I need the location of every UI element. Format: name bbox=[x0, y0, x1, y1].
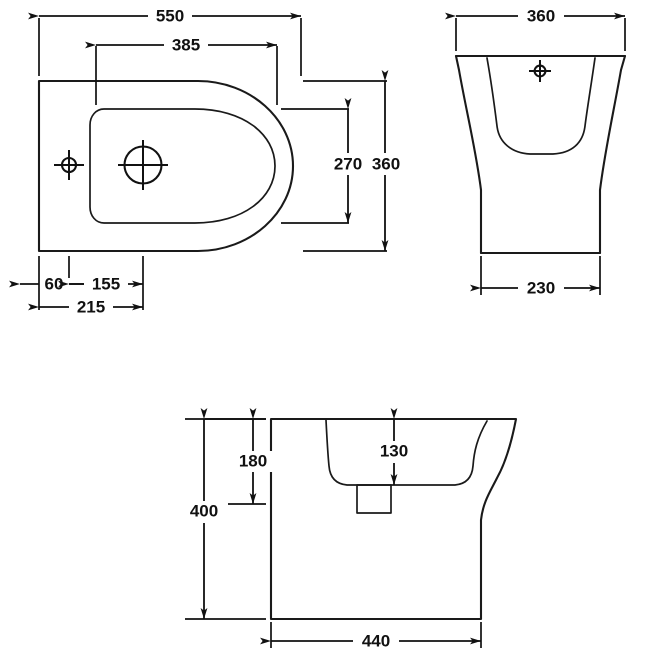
dimension-360-plan-label: 360 bbox=[372, 154, 400, 173]
front-tap-hole bbox=[529, 60, 551, 82]
side-view: 180 400 130 440 bbox=[182, 408, 518, 650]
dimension-130: 130 bbox=[371, 408, 417, 485]
plan-outer-outline bbox=[37, 79, 295, 253]
dimension-215: 215 bbox=[28, 297, 143, 318]
dimension-230: 230 bbox=[470, 256, 601, 299]
dimension-385-label: 385 bbox=[172, 35, 200, 54]
plan-view: 550 385 270 360 bbox=[9, 6, 408, 318]
dimension-550-label: 550 bbox=[156, 6, 184, 25]
dimension-180: 180 bbox=[205, 408, 275, 505]
waste-outlet-box bbox=[356, 484, 392, 514]
dimension-440-label: 440 bbox=[362, 631, 390, 650]
small-fixing-hole bbox=[54, 150, 84, 180]
dimension-360-front: 360 bbox=[445, 6, 626, 51]
large-tap-hole bbox=[118, 140, 168, 190]
dimension-180-label: 180 bbox=[239, 451, 267, 470]
dimension-270-label: 270 bbox=[334, 154, 362, 173]
dimension-215-label: 215 bbox=[77, 297, 105, 316]
plan-bowl-outline bbox=[89, 108, 276, 224]
dimension-550: 550 bbox=[28, 6, 302, 76]
dimension-270: 270 bbox=[281, 98, 370, 224]
dimension-130-label: 130 bbox=[380, 441, 408, 460]
dimension-230-label: 230 bbox=[527, 278, 555, 297]
side-bowl-curve bbox=[325, 419, 488, 486]
dimension-60-label: 60 bbox=[45, 274, 64, 293]
dimension-385: 385 bbox=[85, 35, 278, 105]
dimension-360-front-label: 360 bbox=[527, 6, 555, 25]
dimension-400-label: 400 bbox=[190, 501, 218, 520]
dimension-155-label: 155 bbox=[92, 274, 120, 293]
dimension-360-plan: 360 bbox=[303, 70, 408, 252]
dimension-440: 440 bbox=[260, 622, 482, 650]
dimension-155: 155 bbox=[58, 256, 144, 310]
front-view: 360 230 bbox=[445, 6, 627, 299]
front-bowl-curve bbox=[486, 57, 596, 155]
dimension-400: 400 bbox=[182, 408, 266, 620]
side-outer-outline bbox=[269, 417, 518, 621]
dimension-60: 60 bbox=[9, 256, 99, 310]
